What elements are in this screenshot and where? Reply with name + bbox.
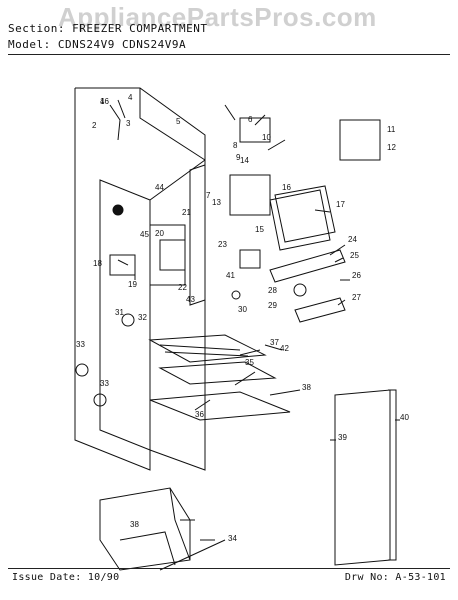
callout-30: 30 [238, 305, 247, 314]
strip-34 [159, 539, 226, 571]
callout-1: 1 [100, 97, 105, 106]
callout-31: 31 [115, 308, 124, 317]
part-box-23 [239, 249, 261, 269]
callout-26: 26 [352, 271, 361, 280]
callout-25: 25 [350, 251, 359, 260]
callout-22: 22 [178, 283, 187, 292]
part-circle-28 [293, 283, 307, 297]
callout-9: 9 [236, 153, 241, 162]
callout-4: 4 [128, 93, 133, 102]
part-box-16 [229, 174, 271, 216]
callout-17: 17 [336, 200, 345, 209]
clip-box [339, 119, 381, 161]
callout-18: 18 [93, 259, 102, 268]
callout-14: 14 [240, 156, 249, 165]
bracket-24 [269, 249, 346, 283]
callout-39: 39 [338, 433, 347, 442]
callout-20: 20 [155, 229, 164, 238]
part-box-6 [239, 117, 271, 143]
part-box-18 [109, 254, 136, 276]
callout-8: 8 [233, 141, 238, 150]
callout-38: 38 [302, 383, 311, 392]
callout-32: 32 [138, 313, 147, 322]
callout-36: 36 [195, 410, 204, 419]
callout-24: 24 [348, 235, 357, 244]
callout-27: 27 [352, 293, 361, 302]
evaporator-cover [269, 189, 331, 251]
callout-5: 5 [176, 117, 181, 126]
callout-7: 7 [206, 191, 211, 200]
section-label: Section: [8, 22, 65, 35]
callout-13: 13 [212, 198, 221, 207]
callout-38: 38 [130, 520, 139, 529]
callout-15: 15 [255, 225, 264, 234]
footer-rule [8, 568, 450, 569]
callout-33: 33 [100, 379, 109, 388]
callout-44: 44 [155, 183, 164, 192]
callout-21: 21 [182, 208, 191, 217]
shelf-mid [158, 361, 277, 385]
callout-35: 35 [245, 358, 254, 367]
callout-46: 46 [100, 97, 109, 106]
watermark-logo: AppliancePartsPros.com [58, 2, 377, 32]
callout-29: 29 [268, 301, 277, 310]
callout-28: 28 [268, 286, 277, 295]
callout-33: 33 [76, 340, 85, 349]
part-circle-33a [75, 363, 89, 377]
part-circle-46 [112, 204, 124, 216]
header-rule [8, 54, 450, 55]
callout-12: 12 [387, 143, 396, 152]
callout-2: 2 [92, 121, 97, 130]
shelf-bottom [149, 391, 291, 421]
model-line: Model: CDNS24V9 CDNS24V9A [8, 38, 186, 51]
callout-19: 19 [128, 280, 137, 289]
callout-43: 43 [186, 295, 195, 304]
callout-23: 23 [218, 240, 227, 249]
callout-16: 16 [282, 183, 291, 192]
shelf-top [148, 334, 267, 363]
section-value: FREEZER COMPARTMENT [72, 22, 208, 35]
side-panel-40 [334, 389, 391, 566]
callout-3: 3 [126, 119, 131, 128]
callout-10: 10 [262, 133, 271, 142]
callout-6: 6 [248, 115, 253, 124]
issue-date: Issue Date: 10/90 [12, 572, 120, 583]
callout-40: 40 [400, 413, 409, 422]
callout-45: 45 [140, 230, 149, 239]
section-line: Section: FREEZER COMPARTMENT [8, 22, 207, 35]
basket-39 [99, 487, 191, 571]
callout-41: 41 [226, 271, 235, 280]
part-circle-33b [93, 393, 107, 407]
callout-42: 42 [280, 344, 289, 353]
duct-27 [294, 297, 346, 323]
callout-34: 34 [228, 534, 237, 543]
cabinet-outline [75, 87, 206, 471]
part-circle-31 [121, 313, 135, 327]
model-numbers: CDNS24V9 CDNS24V9A [57, 38, 187, 51]
side-strip-41 [388, 389, 397, 561]
callout-37: 37 [270, 338, 279, 347]
drawing-number: Drw No: A-53-101 [344, 572, 446, 583]
model-label: Model: [8, 38, 51, 51]
callout-11: 11 [387, 125, 396, 134]
